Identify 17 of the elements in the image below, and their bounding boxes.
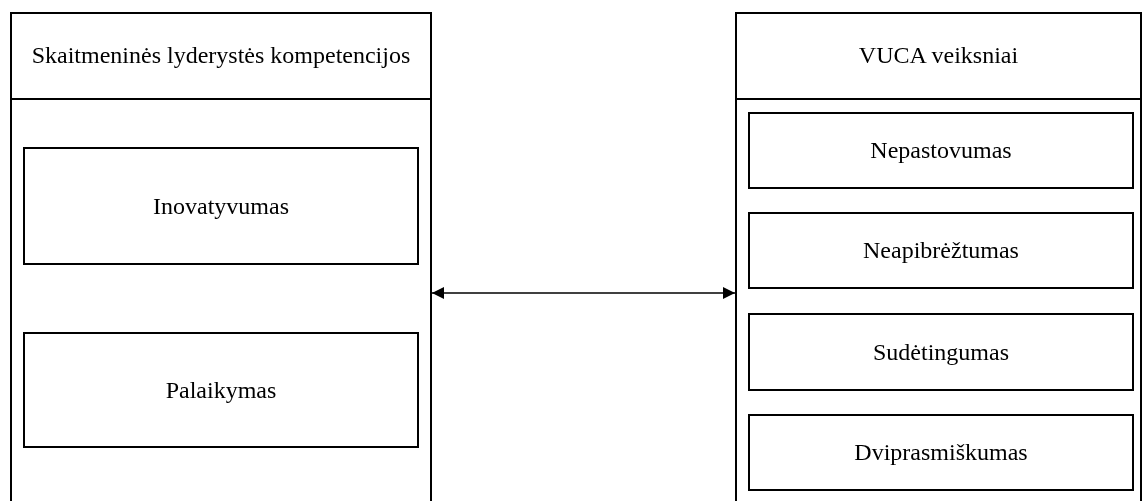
item-label: Dviprasmiškumas — [854, 439, 1028, 466]
item-box — [748, 112, 1134, 189]
double-arrow — [431, 287, 736, 299]
box-heading: Skaitmeninės lyderystės kompetencijos — [30, 41, 412, 71]
item-label: Neapibrėžtumas — [863, 237, 1019, 264]
item-label: Inovatyvumas — [153, 192, 289, 220]
item-box — [748, 313, 1134, 391]
item-box — [748, 212, 1134, 289]
item-box — [23, 147, 419, 265]
item-label: Palaikymas — [165, 376, 277, 404]
container-box — [10, 12, 432, 501]
item-label: Sudėtingumas — [873, 338, 1009, 366]
box-heading: VUCA veiksniai — [857, 41, 1020, 71]
item-box — [23, 332, 419, 448]
container-box — [735, 12, 1142, 501]
item-box — [748, 414, 1134, 491]
item-label: Nepastovumas — [870, 137, 1012, 164]
